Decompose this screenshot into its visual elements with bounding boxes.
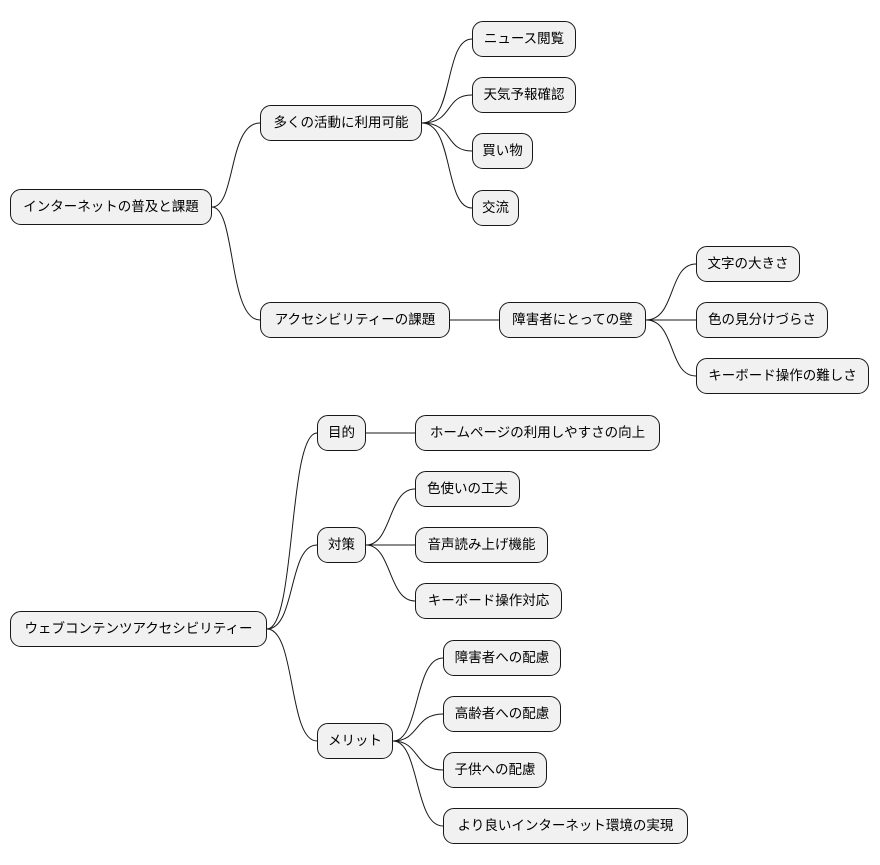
root-node: インターネットの普及と課題 xyxy=(10,189,212,225)
connector-line xyxy=(421,38,473,124)
connector-line xyxy=(266,432,318,630)
connector-line xyxy=(392,657,444,742)
branch-node: 目的 xyxy=(317,415,366,451)
child-node: 障害者にとっての壁 xyxy=(499,302,646,338)
connector-line xyxy=(421,122,473,152)
connector-line xyxy=(392,713,444,742)
leaf-node: キーボード操作対応 xyxy=(415,583,562,619)
connector-line xyxy=(392,740,444,827)
connector-line xyxy=(421,94,473,124)
leaf-node: キーボード操作の難しさ xyxy=(696,358,869,394)
connector-line xyxy=(266,544,318,630)
connector-line xyxy=(365,544,416,602)
connector-line xyxy=(266,628,318,742)
leaf-node: 高齢者への配慮 xyxy=(443,696,561,732)
branch-node: 対策 xyxy=(317,527,366,563)
connector-line xyxy=(392,740,444,771)
leaf-node: 色の見分けづらさ xyxy=(696,302,828,338)
connector-line xyxy=(421,122,473,209)
leaf-node: 色使いの工夫 xyxy=(415,471,520,507)
connector-line xyxy=(645,319,697,377)
leaf-node: 買い物 xyxy=(472,133,533,169)
connector-line xyxy=(211,122,261,208)
leaf-node: 障害者への配慮 xyxy=(443,640,561,676)
connector-line xyxy=(211,206,261,321)
connector-line xyxy=(645,263,697,321)
leaf-node: 文字の大きさ xyxy=(696,246,800,282)
root-node: ウェブコンテンツアクセシビリティー xyxy=(10,611,267,647)
leaf-node: 音声読み上げ機能 xyxy=(415,527,548,563)
leaf-node: 交流 xyxy=(472,190,519,226)
leaf-node: 子供への配慮 xyxy=(443,752,547,788)
leaf-node: ホームページの利用しやすさの向上 xyxy=(415,415,660,451)
leaf-node: ニュース閲覧 xyxy=(472,21,576,57)
branch-node: 多くの活動に利用可能 xyxy=(260,105,422,141)
connector-line xyxy=(365,488,416,546)
branch-node: メリット xyxy=(317,723,393,759)
branch-node: アクセシビリティーの課題 xyxy=(260,302,450,338)
leaf-node: 天気予報確認 xyxy=(472,77,576,113)
leaf-node: より良いインターネット環境の実現 xyxy=(443,808,688,844)
